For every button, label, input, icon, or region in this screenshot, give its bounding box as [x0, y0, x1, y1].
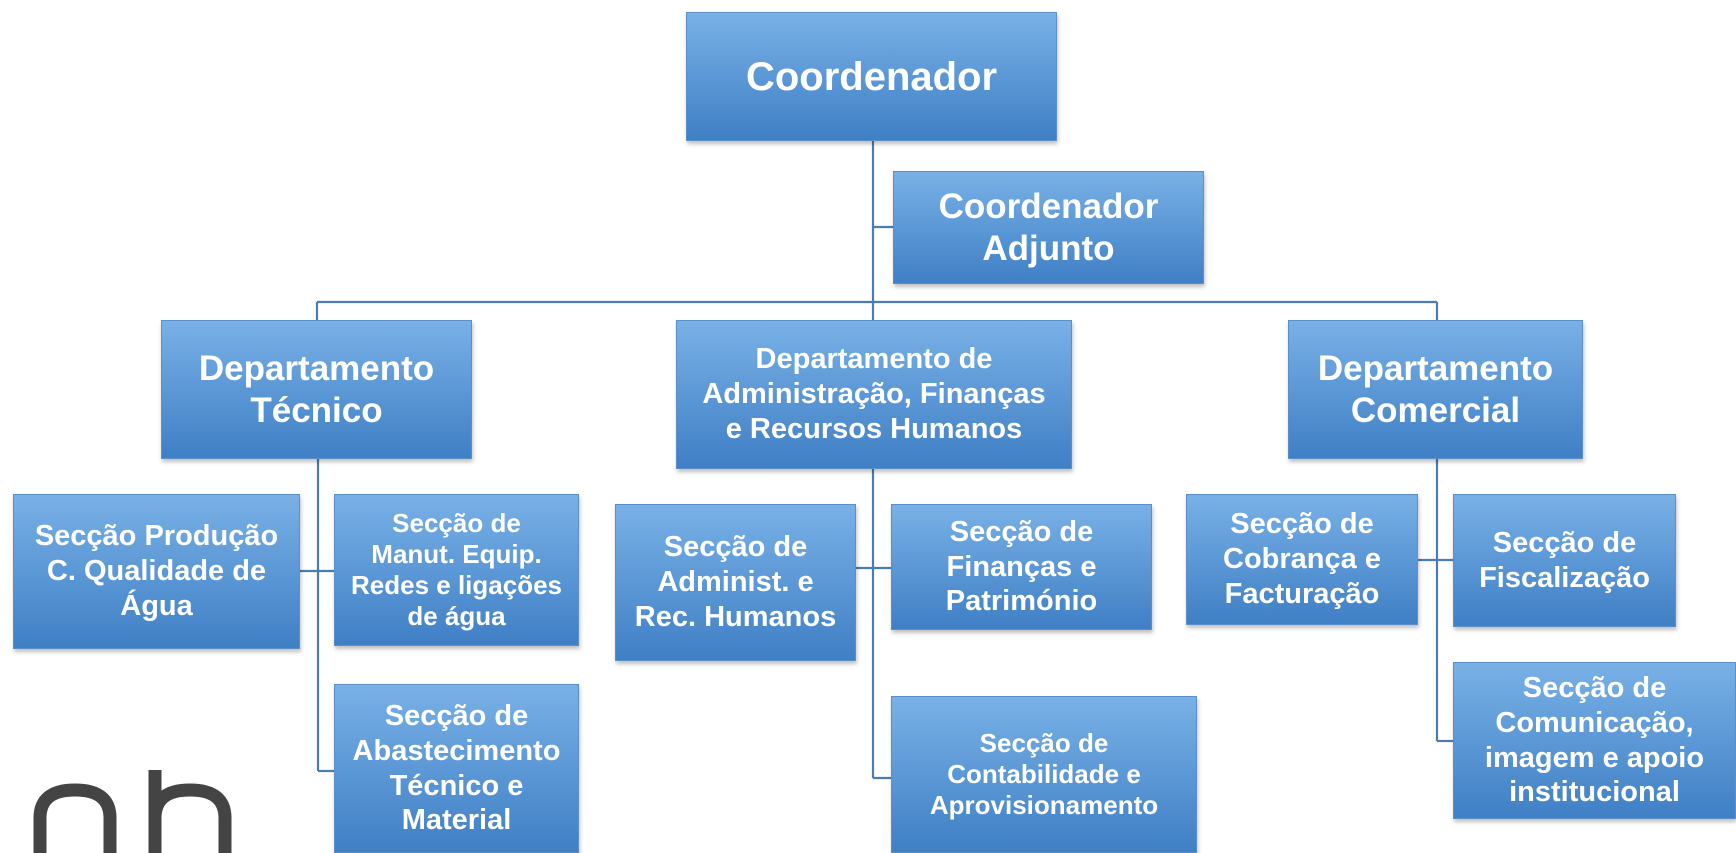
section-producao-box: Secção Produção C. Qualidade de Água: [13, 494, 300, 649]
section-admin-rh-box: Secção de Administ. e Rec. Humanos: [615, 504, 856, 661]
section-cobranca-box: Secção de Cobrança e Facturação: [1186, 494, 1418, 625]
deputy-coordinator-box: Coordenador Adjunto: [893, 171, 1204, 284]
section-fiscalizacao-box: Secção de Fiscalização: [1453, 494, 1676, 627]
section-contabilidade-box: Secção de Contabilidade e Aprovisionamen…: [891, 696, 1197, 853]
section-manutencao-box: Secção de Manut. Equip. Redes e ligações…: [334, 494, 579, 646]
dept-administracao-box: Departamento de Administração, Finanças …: [676, 320, 1072, 469]
section-financas-box: Secção de Finanças e Património: [891, 504, 1152, 630]
partial-logo-icon: [33, 770, 232, 853]
dept-comercial-box: Departamento Comercial: [1288, 320, 1583, 459]
section-abastecimento-box: Secção de Abastecimento Técnico e Materi…: [334, 684, 579, 853]
dept-tecnico-box: Departamento Técnico: [161, 320, 472, 459]
section-comunicacao-box: Secção de Comunicação, imagem e apoio in…: [1453, 662, 1736, 819]
coordinator-box: Coordenador: [686, 12, 1057, 141]
